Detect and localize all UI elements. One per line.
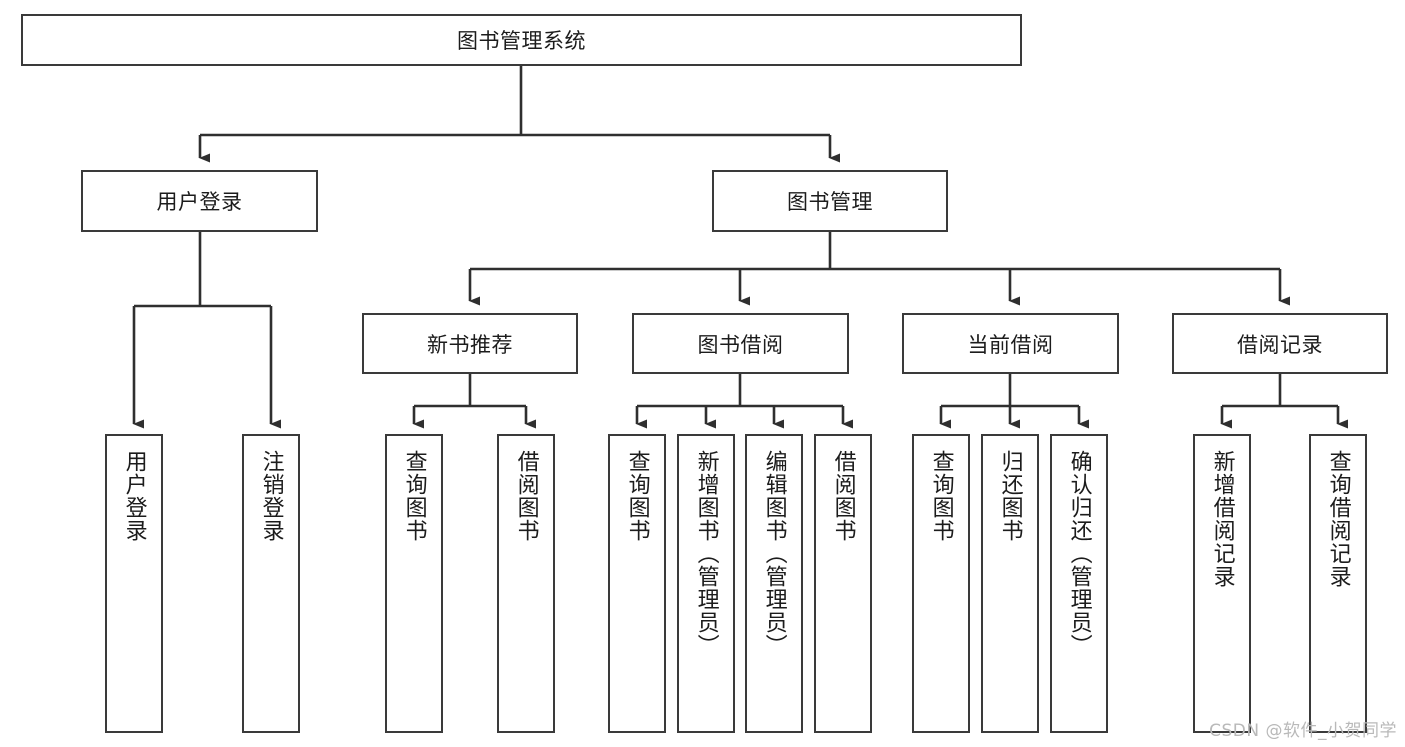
node-leaf-user-login-label: 用户登录 [121,450,147,542]
node-new-book-recommend-label: 新书推荐 [427,332,513,357]
node-leaf-user-logout-label: 注销登录 [258,450,284,542]
node-leaf-query-book-cb[interactable]: 查询图书 [912,434,970,733]
node-leaf-edit-book-label: 编辑图书（管理员） [761,450,787,657]
node-leaf-add-book-label: 新增图书（管理员） [693,450,719,657]
node-leaf-query-record[interactable]: 查询借阅记录 [1309,434,1367,733]
node-new-book-recommend[interactable]: 新书推荐 [362,313,578,374]
node-root-label: 图书管理系统 [457,29,586,53]
node-leaf-return-book[interactable]: 归还图书 [981,434,1039,733]
node-leaf-edit-book[interactable]: 编辑图书（管理员） [745,434,803,733]
node-leaf-query-book-bb[interactable]: 查询图书 [608,434,666,733]
node-leaf-query-book-rec[interactable]: 查询图书 [385,434,443,733]
node-user-login[interactable]: 用户登录 [81,170,318,232]
node-current-borrow-label: 当前借阅 [967,332,1054,357]
node-borrow-record-label: 借阅记录 [1237,332,1323,357]
watermark: CSDN @软件_小贺同学 [1209,721,1397,741]
node-book-borrow[interactable]: 图书借阅 [632,313,849,374]
node-leaf-borrow-book-rec[interactable]: 借阅图书 [497,434,555,733]
node-leaf-query-book-cb-label: 查询图书 [928,450,954,542]
node-current-borrow[interactable]: 当前借阅 [902,313,1119,374]
node-leaf-user-login[interactable]: 用户登录 [105,434,163,733]
node-user-login-label: 用户登录 [156,190,243,214]
node-leaf-confirm-return[interactable]: 确认归还（管理员） [1050,434,1108,733]
node-leaf-return-book-label: 归还图书 [997,450,1023,542]
node-leaf-query-record-label: 查询借阅记录 [1325,450,1351,588]
node-leaf-query-book-rec-label: 查询图书 [401,450,427,542]
node-leaf-borrow-book-bb-label: 借阅图书 [830,450,856,542]
node-leaf-add-book[interactable]: 新增图书（管理员） [677,434,735,733]
node-book-borrow-label: 图书借阅 [697,332,784,357]
node-leaf-query-book-bb-label: 查询图书 [624,450,650,542]
node-leaf-add-record[interactable]: 新增借阅记录 [1193,434,1251,733]
node-book-manage-label: 图书管理 [787,190,873,214]
node-leaf-confirm-return-label: 确认归还（管理员） [1066,450,1092,657]
node-root[interactable]: 图书管理系统 [21,14,1022,66]
node-leaf-add-record-label: 新增借阅记录 [1209,450,1235,588]
node-leaf-borrow-book-bb[interactable]: 借阅图书 [814,434,872,733]
node-leaf-borrow-book-rec-label: 借阅图书 [513,450,539,542]
node-leaf-user-logout[interactable]: 注销登录 [242,434,300,733]
node-book-manage[interactable]: 图书管理 [712,170,948,232]
node-borrow-record[interactable]: 借阅记录 [1172,313,1388,374]
